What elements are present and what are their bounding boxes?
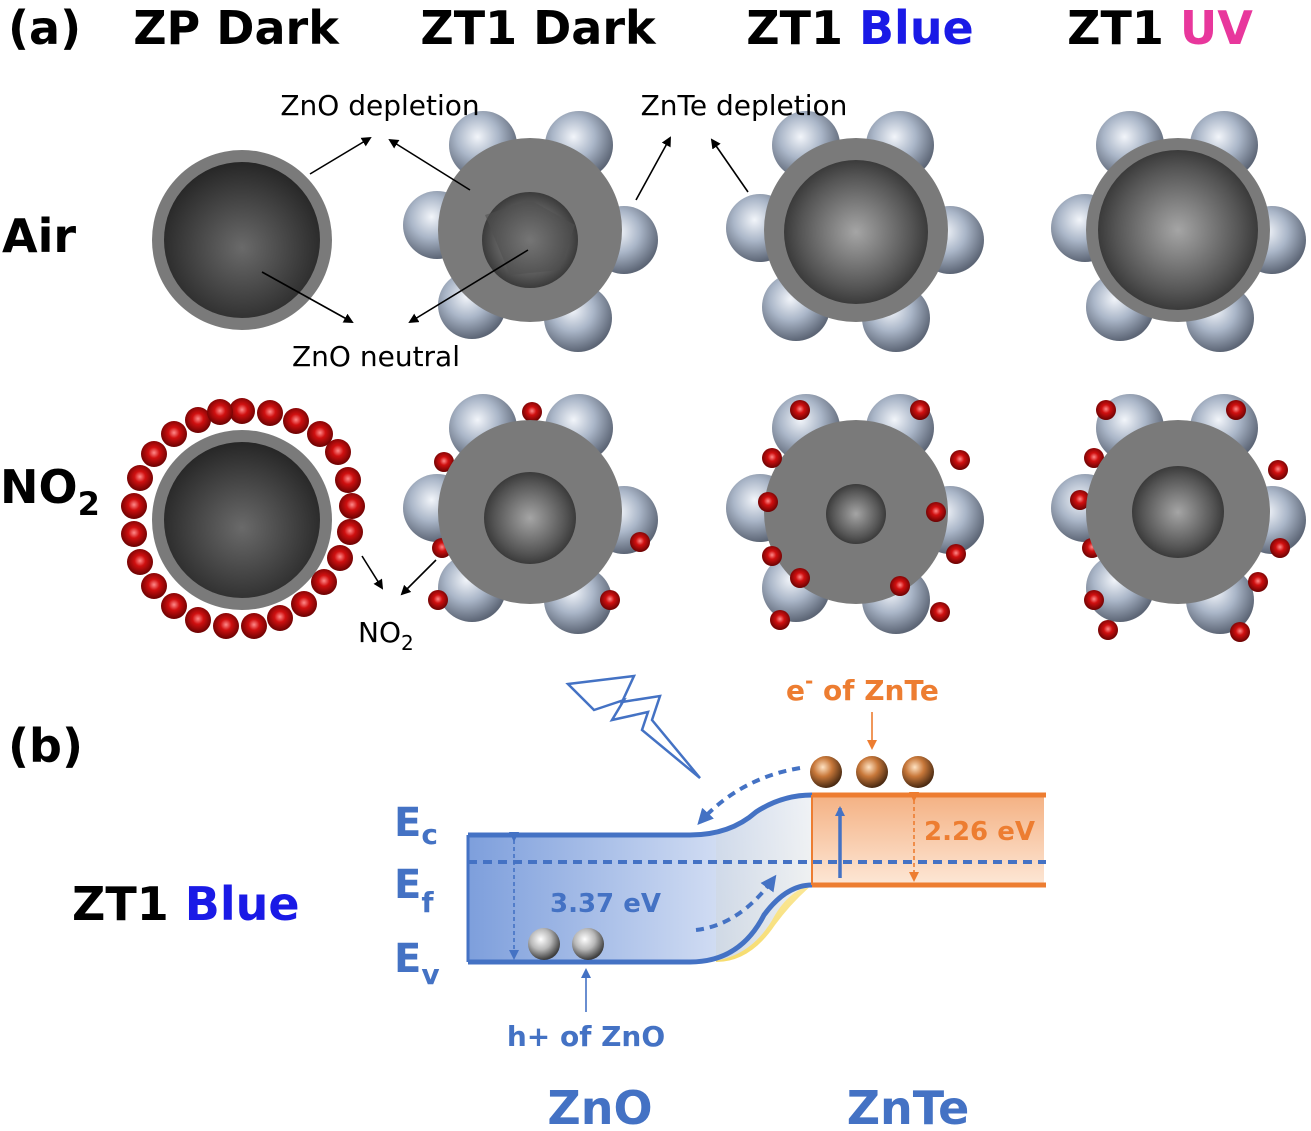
zp-dark-air-particle [152,150,332,330]
ef-sub: f [421,886,434,919]
zt1-blue-no2-particle [726,394,984,634]
band-side-label: ZT1 Blue [72,877,300,931]
energy-level-ec: Ec [394,800,438,851]
electron-label-base: e [786,674,805,707]
column-3-condition: Blue [859,1,974,55]
column-1-condition: Dark [216,1,340,55]
light-bolt-icon [565,674,701,779]
zp-dark-no2-particle [121,398,365,639]
electron [856,756,888,788]
material-zno: ZnO [547,1081,652,1131]
zt1-uv-air-particle [1051,111,1306,352]
label-no2-molecule: NO2 [358,616,414,655]
row-label-air: Air [2,209,76,263]
label-no2-base: NO [358,616,401,649]
column-1-prefix: ZP [133,1,200,55]
column-title-1: ZP Dark [133,1,340,55]
annotation-arrows-air [261,136,749,324]
column-title-3: ZT1 Blue [746,1,974,55]
zt1-dark-air-particle [403,111,658,352]
panel-a-label: (a) [8,1,81,55]
zno-conduction-band [468,792,813,838]
label-zno-neutral: ZnO neutral [292,340,460,373]
znte-band-region [812,795,1044,885]
material-znte: ZnTe [847,1081,970,1131]
column-2-condition: Dark [533,1,657,55]
zno-valence-band [468,882,813,965]
electron [902,756,934,788]
band-side-condition: Blue [185,877,300,931]
zt1-dark-no2-particle [403,394,658,634]
label-znte-depletion: ZnTe depletion [641,89,848,122]
hole-label: h+ of ZnO [507,1020,665,1053]
electron-label-rest: of ZnTe [813,674,939,707]
electron-label: e- of ZnTe [786,669,939,707]
znte-electrons [810,756,934,788]
ev-base: E [394,936,421,982]
electron-label-sup: - [805,669,813,693]
column-title-2: ZT1 Dark [420,1,657,55]
znte-gap-value: 2.26 eV [924,817,1035,847]
hole [528,928,560,960]
zno-gap-value: 3.37 eV [550,889,661,919]
column-2-prefix: ZT1 [420,1,517,55]
ef-base: E [394,862,421,908]
electron-transfer-arrow [697,766,801,825]
zno-holes [528,928,604,960]
zt1-uv-no2-particle [1051,394,1306,642]
column-4-prefix: ZT1 [1067,1,1164,55]
ec-sub: c [421,818,438,851]
ev-sub: v [421,958,439,991]
row-no2-base: NO [0,460,78,514]
hole [572,928,604,960]
ec-base: E [394,800,421,846]
electron [810,756,842,788]
panel-b-label: (b) [8,719,83,773]
row-label-no2: NO2 [0,460,100,523]
column-4-condition: UV [1180,1,1253,55]
label-no2-sub: 2 [401,631,414,655]
column-title-4: ZT1 UV [1067,1,1253,55]
band-side-prefix: ZT1 [72,877,169,931]
energy-level-ef: Ef [394,862,434,919]
label-zno-depletion: ZnO depletion [280,89,479,122]
row-no2-sub: 2 [78,485,100,523]
zt1-blue-air-particle [726,111,984,352]
column-3-prefix: ZT1 [746,1,843,55]
energy-level-ev: Ev [394,936,440,991]
annotation-arrows-no2 [361,555,437,596]
no2-molecules-ring [121,398,365,639]
hole-transfer-arrow [695,874,777,932]
